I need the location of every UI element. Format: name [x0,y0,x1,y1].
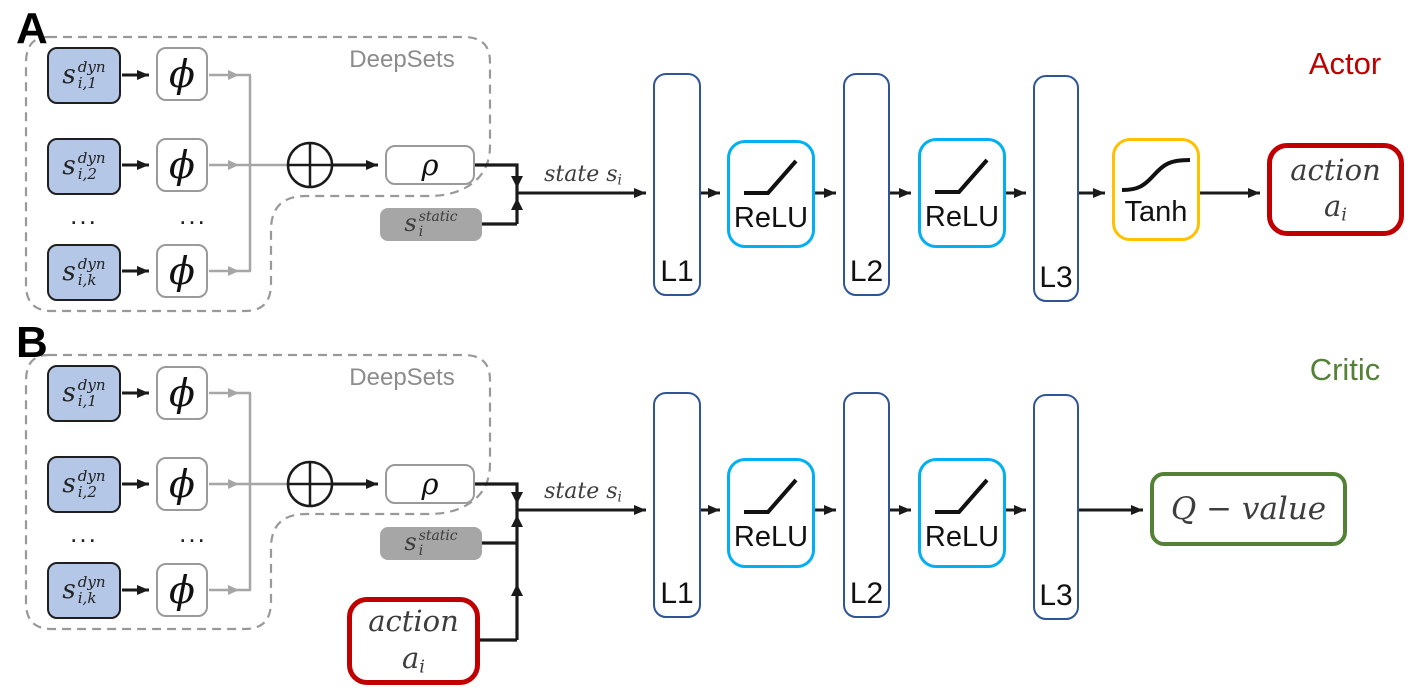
q-value-box: Q − value [1150,472,1347,546]
gray-arrowheads-b [228,388,239,595]
relu-box-b-1: ReLU [727,458,815,568]
deepsets-label-a: DeepSets [349,46,455,73]
actor-label: Actor [1308,46,1382,81]
relu-icon [744,159,798,195]
layer-l1-a: L1 [653,73,701,296]
critic-label: Critic [1309,352,1381,387]
ellipsis-inputs-b: ... [70,518,98,548]
gray-collector-a [209,73,287,273]
phi-box-a-3: ϕ [156,244,208,298]
state-label-b: state si [544,479,622,506]
ellipsis-inputs-a: ... [70,200,98,230]
relu-box-a-2: ReLU [918,138,1006,248]
phi-box-a-1: ϕ [156,47,208,101]
ellipsis-phi-b: ... [179,518,207,548]
state-label-a: state si [544,162,622,189]
deepsets-label-b: DeepSets [349,364,455,391]
sum-icon-a [286,141,334,189]
layer-l1-b: L1 [653,392,701,618]
layer-l3-a: L3 [1033,75,1079,302]
ellipsis-phi-a: ... [179,200,207,230]
tanh-icon [1121,157,1191,192]
panel-b-label: B [16,318,48,367]
layer-l3-b: L3 [1033,394,1079,620]
action-output-box: action ai [1267,143,1404,236]
wires-panel-a [122,70,1260,276]
relu-box-a-1: ReLU [727,140,815,248]
tanh-box: Tanh [1112,138,1200,241]
relu-box-b-2: ReLU [918,458,1006,568]
rho-box-a: ρ [385,145,475,185]
panel-a-label: A [16,4,48,53]
rho-box-b: ρ [385,464,475,504]
relu-icon [935,478,989,514]
layer-l2-b: L2 [843,392,890,618]
sum-icon-b [286,460,334,508]
gray-collector-b [209,391,287,592]
phi-box-a-2: ϕ [156,138,208,192]
relu-icon [935,158,989,194]
relu-icon [744,478,798,514]
phi-box-b-1: ϕ [156,366,208,420]
layer-l2-a: L2 [843,73,890,296]
junction-arrowheads-a [511,176,523,210]
phi-box-b-2: ϕ [156,457,208,511]
gray-arrowheads-a [228,70,239,276]
phi-box-b-3: ϕ [156,563,208,617]
action-input-box: action ai [347,597,480,685]
junction-arrowheads-b [511,492,523,596]
